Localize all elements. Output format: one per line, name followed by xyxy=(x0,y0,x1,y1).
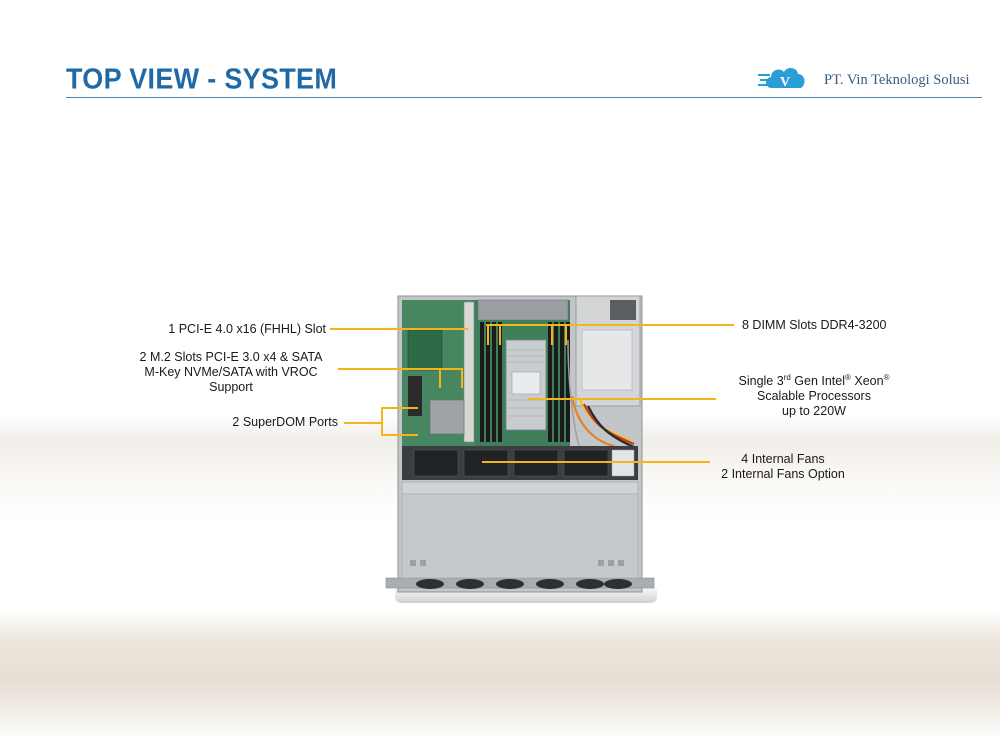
callout-m2-line3: Support xyxy=(209,380,253,394)
psu-fan xyxy=(610,300,636,320)
callout-fans-line2: 2 Internal Fans Option xyxy=(721,467,845,481)
callout-fans-line1: 4 Internal Fans xyxy=(741,452,825,466)
chassis-shadow xyxy=(395,585,657,603)
m2-area xyxy=(407,329,443,371)
callout-dimm: 8 DIMM Slots DDR4-3200 xyxy=(742,318,887,332)
company-logo: V xyxy=(758,68,805,90)
cloud-logo-icon: V xyxy=(758,68,805,90)
callout-cpu-line2: Scalable Processors xyxy=(757,389,871,403)
callout-line-m2 xyxy=(338,368,463,388)
psu-label xyxy=(581,329,633,391)
superdom-connectors xyxy=(408,376,422,416)
page-title: TOP VIEW - SYSTEM xyxy=(66,63,338,95)
fans xyxy=(413,449,609,477)
title-underline xyxy=(66,97,982,98)
logo-letter: V xyxy=(780,75,790,90)
callout-m2-slots: 2 M.2 Slots PCI-E 3.0 x4 & SATA M-Key NV… xyxy=(118,350,344,395)
callout-lines xyxy=(330,324,734,463)
callout-pcie-slot: 1 PCI-E 4.0 x16 (FHHL) Slot xyxy=(168,322,326,336)
callout-m2-line1: 2 M.2 Slots PCI-E 3.0 x4 & SATA xyxy=(139,350,323,364)
rear-io-bracket xyxy=(477,299,569,321)
callout-m2-line2: M-Key NVMe/SATA with VROC xyxy=(144,365,318,379)
motherboard xyxy=(402,300,570,450)
callout-superdom: 2 SuperDOM Ports xyxy=(232,415,338,429)
cover-vents xyxy=(410,560,624,566)
pcb-left-area xyxy=(402,300,474,450)
dimm-bank-left xyxy=(480,322,502,442)
pcie-riser xyxy=(463,301,475,443)
power-cables xyxy=(567,339,637,451)
company-name: PT. Vin Teknologi Solusi xyxy=(824,72,970,88)
callout-cpu-line3: up to 220W xyxy=(782,404,846,418)
heatsink-fins xyxy=(508,349,544,417)
callout-cpu-line1: Single 3rd Gen Intel® Xeon® xyxy=(738,372,890,388)
front-fans xyxy=(416,579,632,589)
callout-fans: 4 Internal Fans 2 Internal Fans Option xyxy=(706,452,860,482)
cpu-heatsink xyxy=(505,339,547,431)
cpu-label xyxy=(511,371,541,395)
pch-heatsink xyxy=(429,399,465,435)
drive-bay-cover xyxy=(401,493,639,579)
dimm-bank-right xyxy=(548,322,570,442)
callout-cpu: Single 3rd Gen Intel® Xeon® Scalable Pro… xyxy=(720,372,908,419)
fan-option-blank xyxy=(611,449,635,477)
power-supply xyxy=(575,295,641,407)
fan-tray xyxy=(402,446,638,480)
chassis-front-lip xyxy=(385,577,655,589)
drive-backplane xyxy=(401,481,639,495)
callout-bracket-superdom xyxy=(381,407,418,436)
chassis-frame xyxy=(397,295,643,593)
